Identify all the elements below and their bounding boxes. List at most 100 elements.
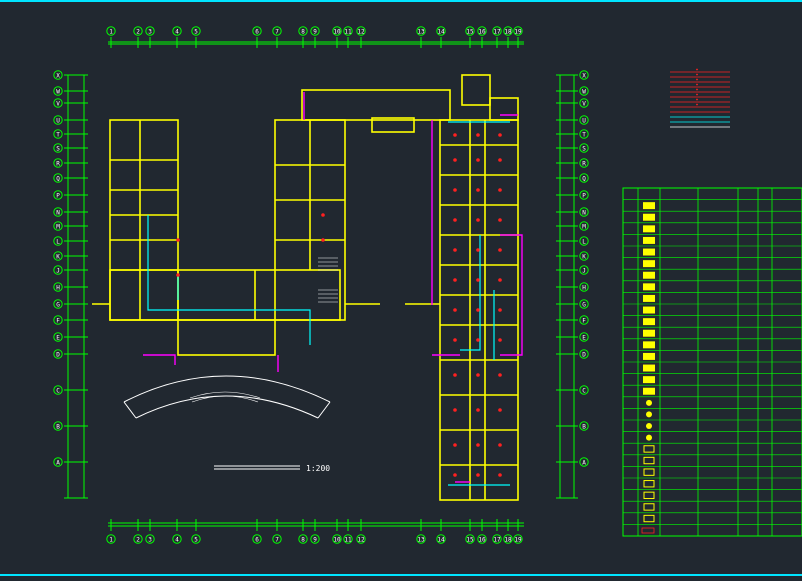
red-fixture — [453, 338, 457, 342]
top-axis-bubble: 5 — [191, 26, 201, 36]
left-axis-bubble-label: R — [56, 160, 60, 167]
bottom-axis-bubble-label: 12 — [357, 536, 365, 543]
left-axis-bubble: L — [53, 236, 63, 246]
top-axis-bubble: 1 — [106, 26, 116, 36]
right-axis-bubble-label: B — [582, 423, 586, 430]
red-fixture — [453, 473, 457, 477]
right-axis-bubble-label: H — [582, 284, 586, 291]
right-axis-bubble-label: E — [582, 334, 586, 341]
bottom-axis-bubble-label: 8 — [301, 536, 305, 543]
red-fixture — [498, 248, 502, 252]
left-axis-bubble: H — [53, 282, 63, 292]
top-axis-bubble-label: 6 — [255, 28, 259, 35]
bottom-axis-bubble-label: 7 — [275, 536, 279, 543]
bottom-axis-bubble-label: 3 — [148, 536, 152, 543]
red-fixture — [498, 408, 502, 412]
legend-symbol — [643, 318, 655, 326]
red-fixture — [453, 218, 457, 222]
legend-symbol — [646, 399, 652, 406]
bottom-axis-bubble: 11 — [343, 534, 353, 544]
red-fixture — [498, 473, 502, 477]
legend-symbol — [643, 341, 655, 349]
legend-symbol — [643, 294, 655, 302]
right-axis-bubble: T — [579, 129, 589, 139]
left-axis-bubble-label: H — [56, 284, 60, 291]
curved-canopy — [123, 375, 331, 419]
bottom-axis-bubble: 17 — [492, 534, 502, 544]
bottom-axis-bubble: 3 — [145, 534, 155, 544]
red-fixture — [476, 218, 480, 222]
right-axis-bubble: A — [579, 457, 589, 467]
left-axis-bubble: K — [53, 251, 63, 261]
red-fixture — [476, 188, 480, 192]
left-axis-bubble-label: T — [56, 131, 60, 138]
top-axis-bubble-label: 15 — [466, 28, 474, 35]
right-axis-bubble: L — [579, 236, 589, 246]
red-fixture — [476, 338, 480, 342]
right-axis-bubble: X — [579, 70, 589, 80]
left-axis-bubble: P — [53, 190, 63, 200]
top-axis-bubble: 14 — [436, 26, 446, 36]
bottom-axis-bubble-label: 18 — [504, 536, 512, 543]
left-axis-bubble-label: P — [56, 192, 60, 199]
red-fixture — [476, 308, 480, 312]
top-axis-bubble: 12 — [356, 26, 366, 36]
legend-symbol — [643, 468, 655, 476]
right-axis-bubble-label: W — [582, 88, 586, 95]
red-fixture — [476, 133, 480, 137]
red-fixture — [453, 308, 457, 312]
legend-symbol — [643, 491, 655, 500]
left-axis-bubble: U — [53, 115, 63, 125]
bottom-axis-bubble: 8 — [298, 534, 308, 544]
right-axis-bubble-label: G — [582, 301, 586, 308]
bottom-axis-bubble: 6 — [252, 534, 262, 544]
bottom-axis-bubble: 10 — [332, 534, 342, 544]
right-axis-bubble: H — [579, 282, 589, 292]
left-axis-bubble: M — [53, 221, 63, 231]
right-axis-bubble: K — [579, 251, 589, 261]
right-axis-bubble-label: K — [582, 253, 586, 260]
bottom-axis-bubble: 1 — [106, 534, 116, 544]
left-axis-bubble: V — [53, 98, 63, 108]
legend-symbol — [643, 456, 655, 465]
pipe-legend — [670, 68, 730, 128]
red-fixture — [321, 213, 325, 217]
scale-bar: 1:200 — [214, 464, 330, 473]
left-axis-bubble: D — [53, 349, 63, 359]
red-fixture — [453, 188, 457, 192]
top-axis-bubble: 7 — [272, 26, 282, 36]
top-axis-bubble-label: 3 — [148, 28, 152, 35]
legend-symbol — [643, 248, 655, 256]
red-fixture — [498, 218, 502, 222]
bottom-axis-bubble: 2 — [133, 534, 143, 544]
legend-symbol — [643, 225, 655, 233]
bottom-axis-bubble-label: 17 — [493, 536, 501, 543]
left-axis-bubble: T — [53, 129, 63, 139]
red-fixture — [498, 158, 502, 162]
bottom-axis-bubble-label: 15 — [466, 536, 474, 543]
right-axis-bubble: W — [579, 86, 589, 96]
top-axis-bubble: 2 — [133, 26, 143, 36]
right-axis-bubble: U — [579, 115, 589, 125]
viewport-bottom-border — [0, 574, 802, 576]
left-axis-bubble-label: N — [56, 209, 60, 216]
bottom-axis-bubble-label: 11 — [344, 536, 352, 543]
red-fixture — [453, 133, 457, 137]
red-fixture — [321, 238, 325, 242]
left-axis-bubble: C — [53, 385, 63, 395]
top-axis-bubble: 15 — [465, 26, 475, 36]
legend-table — [622, 187, 802, 537]
left-axis-bubble: B — [53, 421, 63, 431]
left-axis-bubble-label: S — [56, 145, 60, 152]
bottom-axis-bubble: 9 — [310, 534, 320, 544]
legend-symbol — [646, 434, 652, 441]
top-axis-bubble: 3 — [145, 26, 155, 36]
top-axis-bubble-label: 1 — [109, 28, 113, 35]
bottom-axis-bubble-label: 19 — [514, 536, 522, 543]
red-fixture — [476, 408, 480, 412]
left-axis-bubble-label: U — [56, 117, 60, 124]
bottom-axis-bubble-label: 14 — [437, 536, 445, 543]
left-axis-bubble: A — [53, 457, 63, 467]
right-axis-bubble: G — [579, 299, 589, 309]
